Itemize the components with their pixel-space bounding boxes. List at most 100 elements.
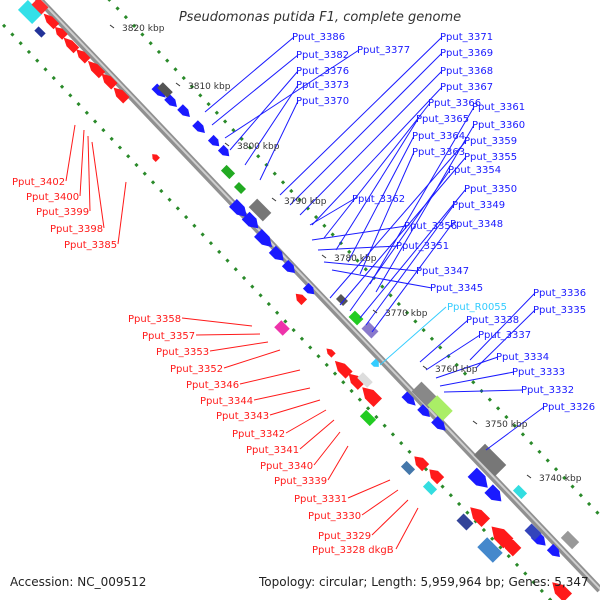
label-blue-33: Pput_3332	[521, 385, 574, 396]
feature-box-6-shape	[335, 293, 349, 307]
reverse-gene-13-shape	[470, 507, 491, 528]
leader-red-12	[285, 409, 327, 434]
forward-gene-8	[254, 229, 273, 248]
reverse-gene-5	[101, 73, 118, 90]
label-red-5: Pput_3358	[128, 314, 181, 325]
reverse-gene-6	[113, 87, 130, 104]
reverse-gene-1-shape	[55, 27, 68, 40]
tick-mark-3	[271, 197, 277, 202]
label-blue-8: Pput_3368	[440, 66, 493, 77]
tick-label-7: 3750 kbp	[485, 420, 528, 430]
tick-label-5: 3770 kbp	[385, 309, 428, 319]
reverse-gene-6-shape	[113, 87, 130, 104]
feature-box-19-shape	[512, 484, 528, 500]
leader-red-19	[395, 507, 419, 550]
feature-box-13-shape	[427, 395, 453, 421]
feature-box-15-shape	[400, 460, 416, 476]
leader-red-8	[223, 349, 281, 369]
leader-blue-33	[443, 389, 524, 393]
label-blue-20: Pput_3350	[464, 184, 517, 195]
feature-box-4	[233, 181, 247, 195]
label-blue-19: Pput_3362	[352, 194, 405, 205]
reverse-gene-4-shape	[87, 60, 106, 79]
feature-box-7-shape	[348, 310, 364, 326]
label-blue-14: Pput_3361	[472, 102, 525, 113]
reverse-gene-17-shape	[295, 293, 308, 306]
reverse-gene-7-shape	[152, 154, 160, 162]
tick-mark-6	[422, 365, 428, 370]
label-red-12: Pput_3342	[232, 429, 285, 440]
forward-gene-5	[217, 144, 230, 157]
feature-box-9-shape	[274, 320, 290, 336]
feature-box-2	[157, 82, 173, 98]
leader-red-16	[347, 479, 391, 499]
reverse-gene-0	[43, 13, 60, 30]
leader-red-6	[195, 333, 261, 336]
feature-box-14	[473, 443, 507, 477]
leader-blue-14	[369, 106, 475, 285]
label-blue-0: Pput_3386	[292, 32, 345, 43]
tick-label-4: 3780 kbp	[334, 254, 377, 264]
leader-blue-12	[347, 135, 415, 263]
leader-red-3	[91, 141, 105, 229]
forward-gene-13	[417, 404, 430, 417]
leader-blue-29	[419, 319, 469, 363]
reverse-gene-3	[76, 49, 91, 64]
forward-gene-18	[546, 543, 560, 557]
label-blue-25: Pput_3347	[416, 266, 469, 277]
label-red-14: Pput_3340	[260, 461, 313, 472]
leader-blue-15	[375, 124, 475, 293]
label-red-11: Pput_3343	[216, 411, 269, 422]
leader-red-15	[327, 445, 349, 481]
feature-box-1	[31, 0, 49, 15]
feature-box-7	[348, 310, 364, 326]
leader-red-13	[299, 419, 335, 450]
leader-blue-0	[204, 36, 295, 113]
leader-blue-3	[229, 70, 299, 151]
map-title: Pseudomonas putida F1, complete genome	[178, 10, 462, 25]
tick-label-0: 3820 kbp	[122, 24, 165, 34]
gene-features	[17, 0, 580, 600]
feature-box-22	[34, 26, 46, 38]
leader-blue-26	[331, 269, 433, 289]
feature-box-0-shape	[17, 0, 43, 25]
forward-gene-2	[177, 104, 190, 117]
feature-box-10-shape	[357, 372, 373, 388]
label-blue-5: Pput_3370	[296, 96, 349, 107]
label-blue-24: Pput_3351	[396, 241, 449, 252]
forward-gene-14-shape	[431, 416, 446, 431]
tick-label-2: 3800 kbp	[237, 142, 280, 152]
label-blue-18: Pput_3354	[448, 165, 501, 176]
label-red-18: Pput_3329	[318, 531, 371, 542]
leader-blue-25	[323, 261, 419, 272]
forward-gene-16	[484, 484, 502, 502]
leader-blue-16	[329, 140, 467, 299]
tick-mark-4	[321, 254, 327, 259]
forward-gene-3-shape	[192, 120, 205, 133]
tick-mark-0	[109, 24, 115, 29]
leader-red-14	[313, 431, 341, 466]
feature-box-0	[17, 0, 43, 25]
label-red-15: Pput_3339	[274, 476, 327, 487]
feature-box-19	[512, 484, 528, 500]
reverse-gene-17	[295, 293, 308, 306]
forward-gene-4-shape	[207, 134, 220, 147]
tick-label-6: 3760 kbp	[435, 365, 478, 375]
label-red-19: Pput_3328 dkgB	[312, 545, 394, 556]
label-rna-0: Pput_R0055	[447, 302, 507, 313]
reverse-gene-18-shape	[326, 348, 336, 358]
label-blue-31: Pput_3334	[496, 352, 549, 363]
label-blue-34: Pput_3326	[542, 402, 595, 413]
leader-red-7	[209, 341, 269, 352]
feature-box-15	[400, 460, 416, 476]
label-blue-17: Pput_3355	[464, 152, 517, 163]
feature-box-3-shape	[220, 164, 236, 180]
leader-blue-4	[244, 84, 299, 166]
reverse-gene-3-shape	[76, 49, 91, 64]
reverse-gene-0-shape	[43, 13, 60, 30]
label-blue-21: Pput_3349	[452, 200, 505, 211]
label-red-10: Pput_3344	[200, 396, 253, 407]
